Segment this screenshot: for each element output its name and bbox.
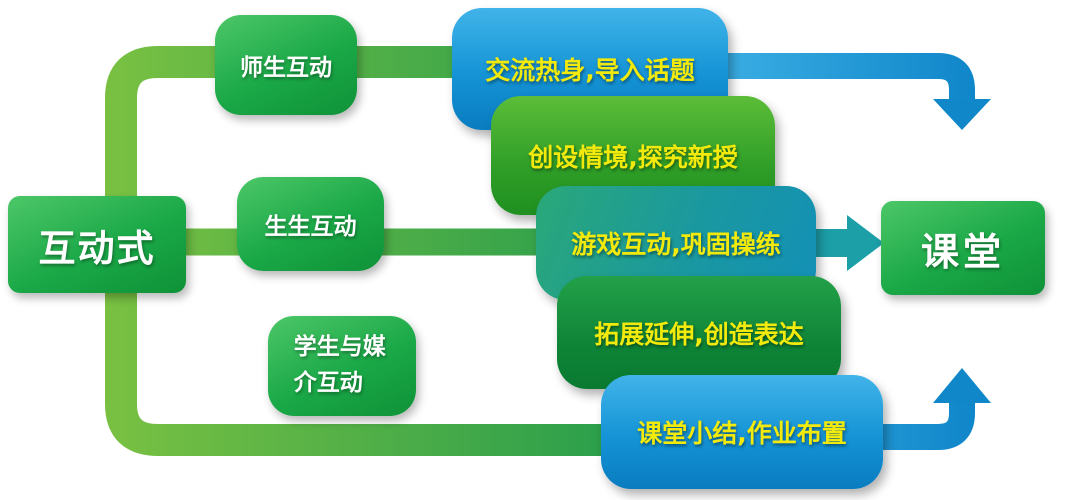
arrowhead-right-icon xyxy=(847,215,884,271)
root-node-interactive-mode: 互动式 xyxy=(8,196,186,293)
interaction-node-label: 学生与媒介互动 xyxy=(293,334,386,396)
stage-node-label: 拓展延伸,创造表达 xyxy=(594,319,804,349)
interaction-node-label: 师生互动 xyxy=(240,55,332,81)
root-node-label: 互动式 xyxy=(38,226,156,270)
target-node-classroom: 课堂 xyxy=(881,201,1045,295)
arrow-bottom-green-band xyxy=(105,282,660,456)
stage-node-label: 交流热身,导入话题 xyxy=(485,56,695,85)
target-node-label: 课堂 xyxy=(920,229,1005,274)
interaction-node-student-student: 生生互动 xyxy=(237,177,384,271)
stage-node-extension: 拓展延伸,创造表达 xyxy=(557,276,841,389)
interaction-node-student-media: 学生与媒介互动 xyxy=(268,316,416,416)
stage-node-label: 创设情境,探究新授 xyxy=(528,142,738,172)
arrowhead-up-icon xyxy=(933,368,991,403)
arrow-top-blue-band xyxy=(700,53,975,102)
stage-node-label: 课堂小结,作业布置 xyxy=(637,419,847,448)
interaction-node-label: 生生互动 xyxy=(264,214,357,240)
stage-node-label: 游戏互动,巩固操练 xyxy=(571,230,781,259)
stage-node-summary: 课堂小结,作业布置 xyxy=(601,375,883,489)
arrow-top-green-band xyxy=(105,46,470,212)
interaction-node-teacher-student: 师生互动 xyxy=(215,15,357,115)
arrowhead-down-icon xyxy=(933,99,991,130)
arrow-bottom-blue-band xyxy=(860,400,975,450)
